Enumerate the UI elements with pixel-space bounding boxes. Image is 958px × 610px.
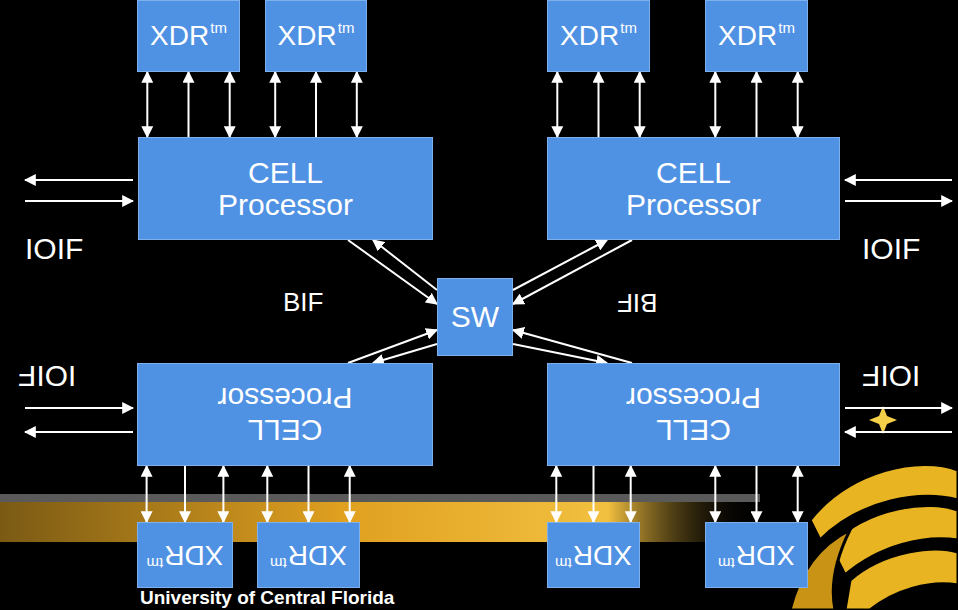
memory-box: XDRtm bbox=[137, 0, 240, 72]
bidirectional-link bbox=[714, 466, 716, 522]
university-logo bbox=[790, 464, 958, 610]
trademark-mark: tm bbox=[210, 19, 227, 36]
sparkle-star bbox=[869, 406, 897, 434]
logo-wing bbox=[845, 549, 958, 610]
io-arrow bbox=[25, 407, 133, 409]
io-arrow bbox=[845, 407, 952, 409]
box-title: XDR bbox=[560, 20, 619, 52]
directed-link bbox=[513, 330, 632, 363]
box-title: XDR bbox=[573, 539, 632, 571]
box-title: CELL Processor bbox=[609, 383, 779, 446]
box-title: XDR bbox=[150, 20, 209, 52]
bidirectional-link bbox=[630, 466, 632, 522]
directed-link bbox=[188, 72, 190, 137]
bidirectional-link bbox=[356, 72, 358, 137]
io-arrow bbox=[845, 179, 952, 181]
trademark-mark: tm bbox=[718, 556, 735, 573]
processor-box: CELL Processor bbox=[547, 363, 840, 466]
box-title: CELL Processor bbox=[200, 383, 370, 446]
io-arrow bbox=[25, 200, 133, 202]
box-title: CELL Processor bbox=[609, 157, 779, 220]
interface-label: IOIF bbox=[18, 360, 76, 393]
directed-link bbox=[315, 72, 317, 137]
bidirectional-link bbox=[266, 466, 268, 522]
bidirectional-link bbox=[556, 72, 558, 137]
bidirectional-link bbox=[797, 72, 799, 137]
bidirectional-link bbox=[222, 466, 224, 522]
trademark-mark: tm bbox=[620, 19, 637, 36]
trademark-mark: tm bbox=[338, 19, 355, 36]
memory-box: XDRtm bbox=[137, 522, 233, 588]
io-arrow bbox=[25, 179, 133, 181]
bidirectional-link bbox=[274, 72, 276, 137]
trademark-mark: tm bbox=[270, 556, 287, 573]
processor-box: CELL Processor bbox=[547, 137, 840, 240]
footer-band bbox=[0, 502, 760, 542]
directed-link bbox=[184, 466, 186, 522]
directed-link bbox=[373, 344, 437, 363]
bidirectional-link bbox=[146, 72, 148, 137]
directed-link bbox=[513, 240, 632, 304]
trademark-mark: tm bbox=[778, 19, 795, 36]
directed-link bbox=[513, 344, 607, 363]
bidirectional-link bbox=[639, 72, 641, 137]
directed-link bbox=[756, 72, 758, 137]
directed-link bbox=[756, 466, 758, 522]
box-title: XDR bbox=[288, 539, 347, 571]
box-title: CELL Processor bbox=[201, 157, 371, 220]
memory-box: XDRtm bbox=[705, 0, 808, 72]
memory-box: XDRtm bbox=[547, 522, 640, 588]
interface-label: IOIF bbox=[862, 232, 920, 265]
box-title: XDR bbox=[164, 539, 223, 571]
trademark-mark: tm bbox=[555, 556, 572, 573]
bus-label: BIF bbox=[617, 288, 657, 317]
memory-box: XDRtm bbox=[257, 522, 360, 588]
io-arrow bbox=[25, 431, 133, 433]
bidirectional-link bbox=[349, 466, 351, 522]
interface-label: IOIF bbox=[862, 360, 920, 393]
footer-text: University of Central Florida bbox=[140, 588, 394, 609]
box-title: XDR bbox=[278, 20, 337, 52]
io-arrow bbox=[845, 200, 952, 202]
directed-link bbox=[593, 466, 595, 522]
processor-box: CELL Processor bbox=[138, 137, 433, 240]
box-title: XDR bbox=[736, 539, 795, 571]
bidirectional-link bbox=[146, 466, 148, 522]
io-arrow bbox=[845, 431, 952, 433]
bidirectional-link bbox=[797, 466, 799, 522]
bus-label: BIF bbox=[283, 288, 323, 317]
memory-box: XDRtm bbox=[705, 522, 808, 588]
bidirectional-link bbox=[229, 72, 231, 137]
bidirectional-link bbox=[714, 72, 716, 137]
box-title: XDR bbox=[718, 20, 777, 52]
directed-link bbox=[373, 240, 437, 290]
directed-link bbox=[348, 240, 437, 304]
memory-box: XDRtm bbox=[265, 0, 367, 72]
directed-link bbox=[598, 72, 600, 137]
footer-stripe bbox=[0, 494, 760, 502]
switch-box: SW bbox=[437, 278, 513, 356]
interface-label: IOIF bbox=[25, 232, 83, 265]
bidirectional-link bbox=[555, 466, 557, 522]
directed-link bbox=[513, 240, 607, 290]
processor-box: CELL Processor bbox=[137, 363, 433, 466]
box-title: SW bbox=[451, 300, 499, 334]
trademark-mark: tm bbox=[147, 556, 164, 573]
memory-box: XDRtm bbox=[547, 0, 650, 72]
directed-link bbox=[348, 330, 437, 363]
directed-link bbox=[308, 466, 310, 522]
